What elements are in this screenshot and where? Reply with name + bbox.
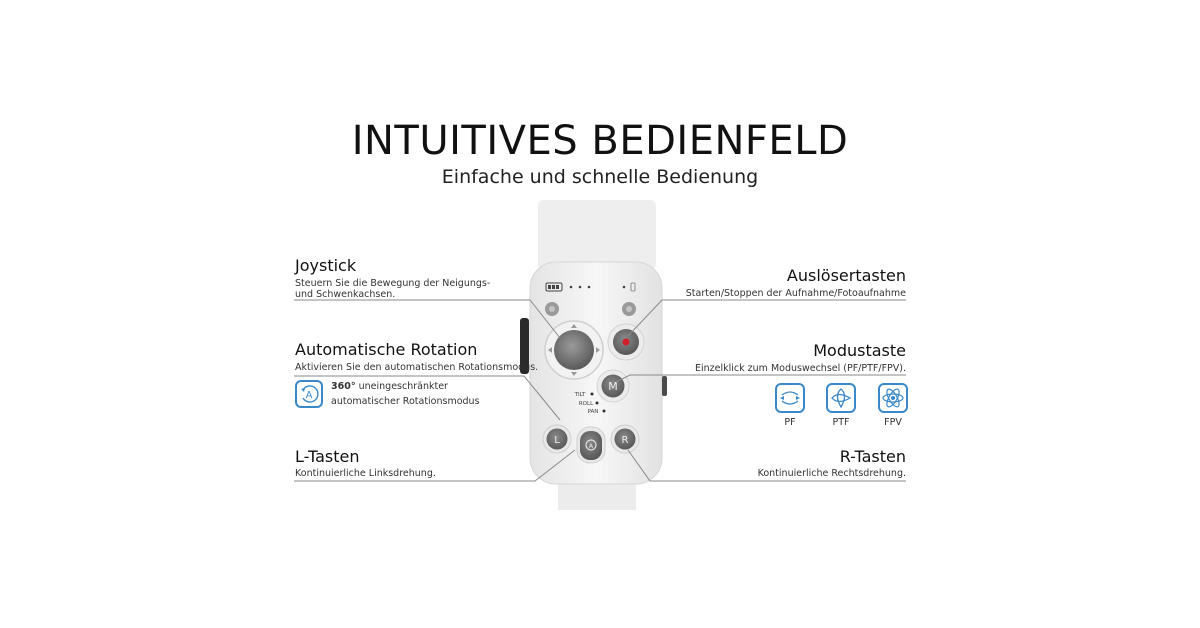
- battery-icon: [545, 282, 563, 292]
- joystick-title: Joystick: [295, 256, 357, 275]
- axis-label-pan: PAN: [588, 409, 599, 415]
- pf-mode-icon: [775, 383, 805, 413]
- l-keys-leader: [294, 449, 576, 482]
- mode-desc: Einzelklick zum Moduswechsel (PF/PTF/FPV…: [695, 363, 906, 374]
- page-title: INTUITIVES BEDIENFELD: [351, 118, 849, 164]
- joystick-desc-2: und Schwenkachsen.: [295, 289, 396, 300]
- mode-button-label: M: [608, 380, 618, 393]
- l-keys-title: L-Tasten: [295, 447, 360, 466]
- side-slider: [520, 318, 529, 374]
- auto-rotation-icon: A: [295, 380, 323, 408]
- rotation-desc: Aktivieren Sie den automatischen Rotatio…: [295, 362, 539, 373]
- gimbal-control-panel: M TILT ROLL PAN L A R: [520, 200, 667, 510]
- auto-rotation-button: [580, 431, 602, 460]
- gimbal-stem: [538, 200, 656, 270]
- axis-label-roll: ROLL: [579, 401, 594, 407]
- rotation-feature-2: automatischer Rotationsmodus: [331, 396, 480, 407]
- ptf-mode-icon: [826, 383, 856, 413]
- mode-title: Modustaste: [813, 341, 906, 360]
- r-keys-desc: Kontinuierliche Rechtsdrehung.: [757, 468, 906, 479]
- rotation-feature-1: uneingeschränkter: [355, 381, 448, 392]
- r-button: [614, 428, 636, 450]
- joystick-desc-1: Steuern Sie die Bewegung der Neigungs-: [295, 278, 491, 289]
- shutter-title: Auslösertasten: [786, 266, 906, 285]
- ptf-mode-label: PTF: [832, 417, 850, 428]
- joystick: [554, 330, 594, 370]
- fpv-mode-icon: [878, 383, 908, 413]
- l-button: [546, 428, 568, 450]
- r-button-label: R: [622, 435, 629, 446]
- r-keys-title: R-Tasten: [839, 447, 906, 466]
- page-subtitle: Einfache und schnelle Bedienung: [441, 166, 759, 188]
- l-keys-desc: Kontinuierliche Linksdrehung.: [295, 468, 436, 479]
- joystick-leader: [294, 299, 561, 339]
- fpv-mode-label: FPV: [884, 417, 902, 428]
- svg-text:A: A: [589, 443, 594, 450]
- mode-leader: [615, 374, 906, 383]
- pf-mode-label: PF: [784, 417, 796, 428]
- svg-text:A: A: [306, 390, 313, 401]
- shutter-desc: Starten/Stoppen der Aufnahme/Fotoaufnahm…: [685, 288, 906, 299]
- side-button: [662, 376, 667, 396]
- axis-label-tilt: TILT: [574, 392, 586, 398]
- r-keys-leader: [627, 449, 906, 482]
- rotation-feature-bold: 360°: [331, 381, 356, 392]
- record-dot: [622, 338, 630, 346]
- rotation-leader: [294, 375, 561, 421]
- shutter-leader: [627, 299, 906, 337]
- rotation-title: Automatische Rotation: [295, 340, 478, 359]
- l-button-label: L: [554, 435, 560, 446]
